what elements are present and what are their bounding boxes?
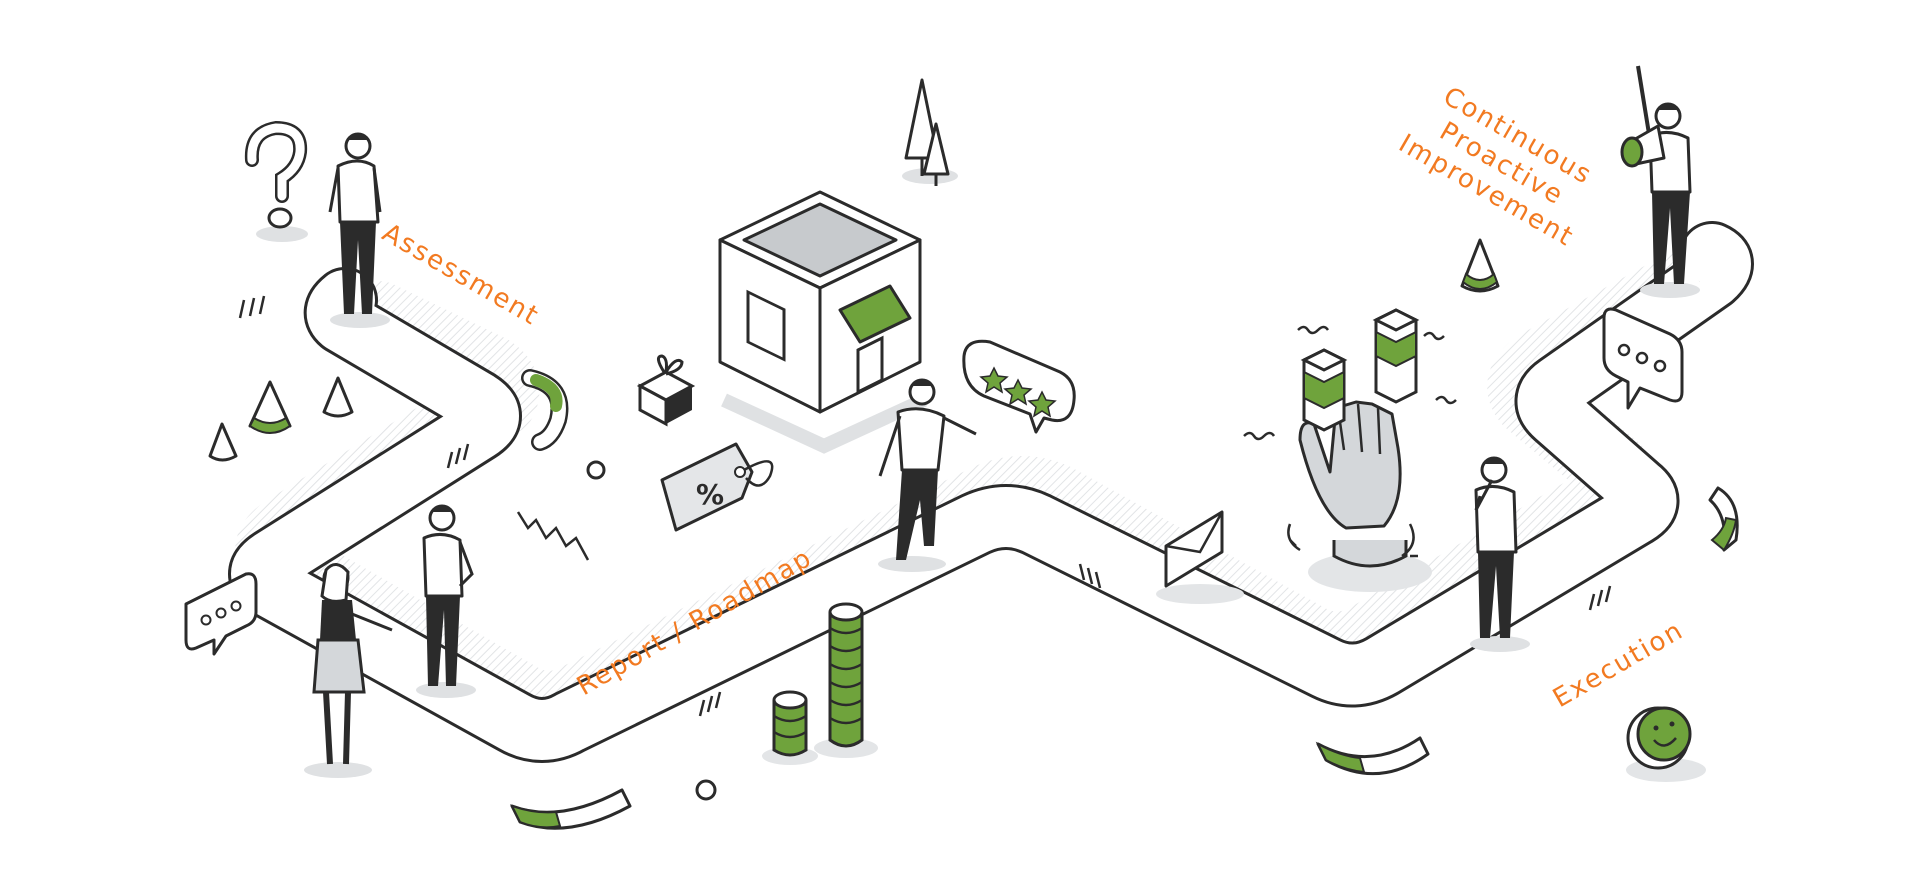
tree-icon bbox=[902, 78, 958, 186]
discount-tag-icon: % bbox=[660, 442, 774, 532]
cone-icon bbox=[1460, 238, 1500, 293]
cone-icon bbox=[322, 376, 354, 418]
magnet-hand-icon bbox=[1243, 308, 1457, 592]
cone-icon bbox=[248, 380, 292, 434]
zigzag-line bbox=[516, 511, 590, 561]
person-thinking-execution bbox=[1470, 456, 1530, 652]
gift-box-icon bbox=[636, 354, 696, 427]
question-mark-icon bbox=[244, 120, 308, 242]
banknote-icon bbox=[1315, 736, 1430, 776]
dot-marker bbox=[695, 779, 717, 801]
megaphone-icon bbox=[1620, 124, 1666, 168]
curved-arrow-icon bbox=[521, 369, 569, 451]
person-megaphone-improvement bbox=[1620, 65, 1700, 298]
road-tick-marks bbox=[238, 295, 1612, 717]
person-walking-roadmap bbox=[878, 378, 977, 572]
storefront-icon bbox=[718, 190, 927, 454]
journey-road bbox=[228, 221, 1754, 763]
chat-bubble-ellipsis-icon bbox=[1602, 307, 1684, 410]
person-standing-assessment bbox=[328, 132, 390, 328]
person-woman-report bbox=[304, 563, 393, 778]
banknote-icon bbox=[510, 788, 632, 830]
percent-sign: % bbox=[696, 478, 724, 511]
smiley-coin-icon bbox=[1626, 706, 1706, 782]
coin-stack-icon bbox=[814, 602, 878, 758]
envelope-icon bbox=[1156, 510, 1244, 604]
dot-marker bbox=[586, 460, 606, 480]
person-man-report bbox=[416, 504, 476, 698]
cone-icon bbox=[208, 422, 238, 462]
banknote-icon bbox=[1708, 486, 1739, 552]
chat-bubble-ellipsis-icon bbox=[184, 572, 258, 656]
rating-stars-bubble-icon bbox=[962, 339, 1076, 434]
coin-stack-icon bbox=[762, 690, 818, 765]
